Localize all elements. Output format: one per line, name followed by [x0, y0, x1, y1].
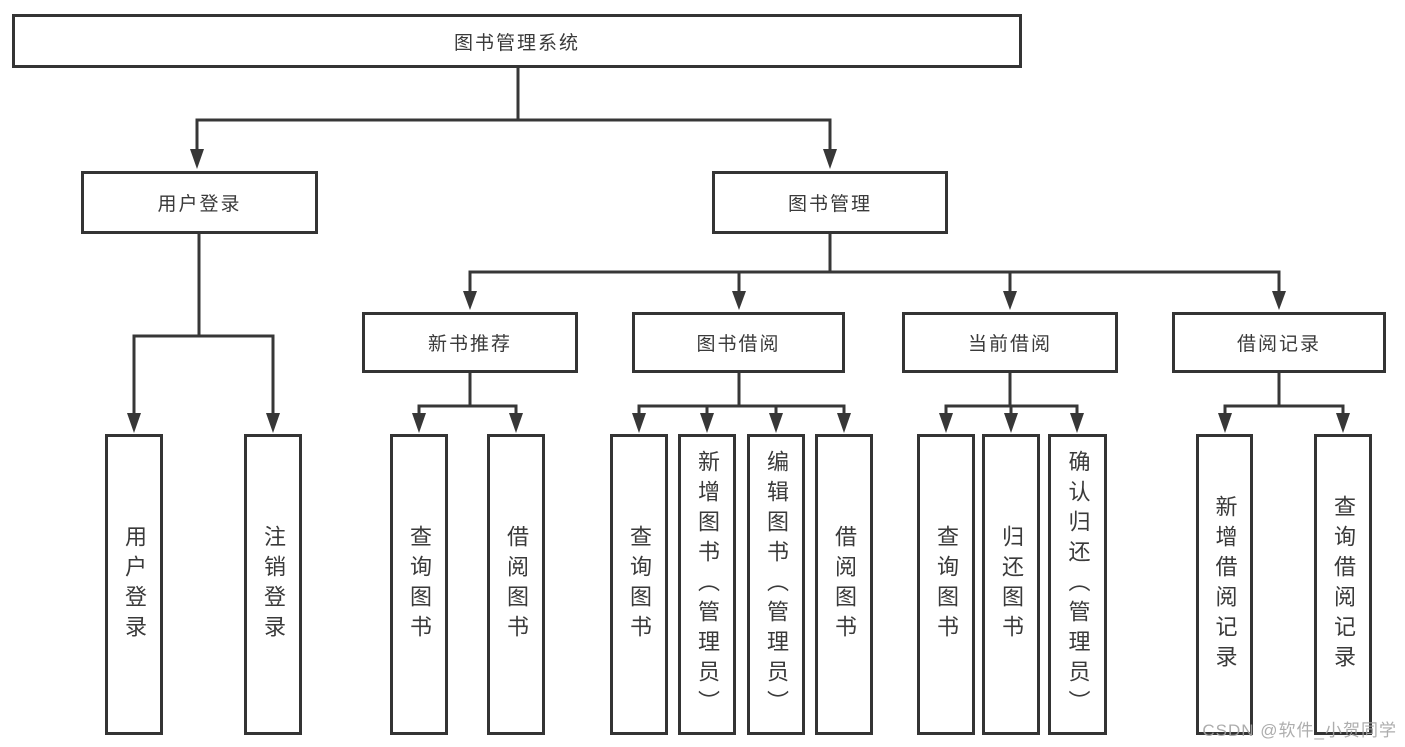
node-label: 借阅记录 [1236, 334, 1321, 355]
csdn-watermark: CSDN @软件_小贺同学 [1202, 721, 1397, 740]
node-user-login-group: 用户登录 [81, 171, 318, 234]
node-label: 当前借阅 [967, 334, 1052, 355]
node-label: 注销登录 [261, 524, 286, 645]
arrow-down-icon [769, 413, 783, 433]
node-label: 查询图书 [407, 524, 432, 645]
arrow-down-icon [127, 413, 141, 433]
node-label: 图书借阅 [696, 334, 781, 355]
node-label: 查询图书 [934, 524, 959, 645]
node-label: 确认归还（管理员） [1065, 449, 1091, 720]
node-book-borrowing: 图书借阅 [632, 312, 845, 373]
arrow-down-icon [463, 291, 477, 310]
arrow-down-icon [1336, 413, 1350, 433]
arrow-down-icon [632, 413, 646, 433]
arrow-down-icon [1218, 413, 1232, 433]
arrow-down-icon [837, 413, 851, 433]
node-root: 图书管理系统 [12, 14, 1022, 68]
leaf-current-confirm-return-admin: 确认归还（管理员） [1048, 434, 1107, 735]
leaf-logout: 注销登录 [244, 434, 302, 735]
leaf-borrowing-query-books: 查询图书 [610, 434, 668, 735]
arrow-down-icon [700, 413, 714, 433]
leaf-borrowing-edit-books-admin: 编辑图书（管理员） [747, 434, 805, 735]
node-new-book-recommend: 新书推荐 [362, 312, 578, 373]
node-label: 新增借阅记录 [1212, 494, 1238, 675]
leaf-records-query-borrow-record: 查询借阅记录 [1314, 434, 1372, 735]
arrow-down-icon [823, 149, 837, 169]
leaf-current-return-books: 归还图书 [982, 434, 1040, 735]
node-label: 图书管理 [787, 194, 872, 215]
node-label: 用户登录 [122, 524, 147, 645]
node-label: 新增图书（管理员） [695, 449, 720, 720]
leaf-user-login: 用户登录 [105, 434, 163, 735]
node-borrowing-records: 借阅记录 [1172, 312, 1386, 373]
node-book-management: 图书管理 [712, 171, 948, 234]
arrow-down-icon [509, 413, 523, 433]
node-label: 新书推荐 [427, 334, 512, 355]
node-label: 归还图书 [999, 524, 1024, 645]
leaf-records-add-borrow-record: 新增借阅记录 [1196, 434, 1253, 735]
node-label: 编辑图书（管理员） [764, 449, 789, 720]
arrow-down-icon [1272, 291, 1286, 310]
leaf-current-query-books: 查询图书 [917, 434, 975, 735]
node-label: 查询图书 [627, 524, 652, 645]
leaf-borrowing-borrow-books: 借阅图书 [815, 434, 873, 735]
node-label: 借阅图书 [504, 524, 529, 645]
leaf-newbook-borrow-books: 借阅图书 [487, 434, 545, 735]
arrow-down-icon [190, 149, 204, 169]
arrow-down-icon [1003, 291, 1017, 310]
arrow-down-icon [732, 291, 746, 310]
node-label: 借阅图书 [832, 524, 857, 645]
arrow-down-icon [266, 413, 280, 433]
node-label: 用户登录 [157, 194, 242, 215]
arrow-down-icon [1004, 413, 1018, 433]
arrow-down-icon [939, 413, 953, 433]
arrow-down-icon [1070, 413, 1084, 433]
leaf-newbook-query-books: 查询图书 [390, 434, 448, 735]
leaf-borrowing-add-books-admin: 新增图书（管理员） [678, 434, 736, 735]
node-label: 图书管理系统 [453, 32, 580, 54]
arrow-down-icon [412, 413, 426, 433]
node-label: 查询借阅记录 [1331, 494, 1356, 675]
node-current-borrowing: 当前借阅 [902, 312, 1118, 373]
